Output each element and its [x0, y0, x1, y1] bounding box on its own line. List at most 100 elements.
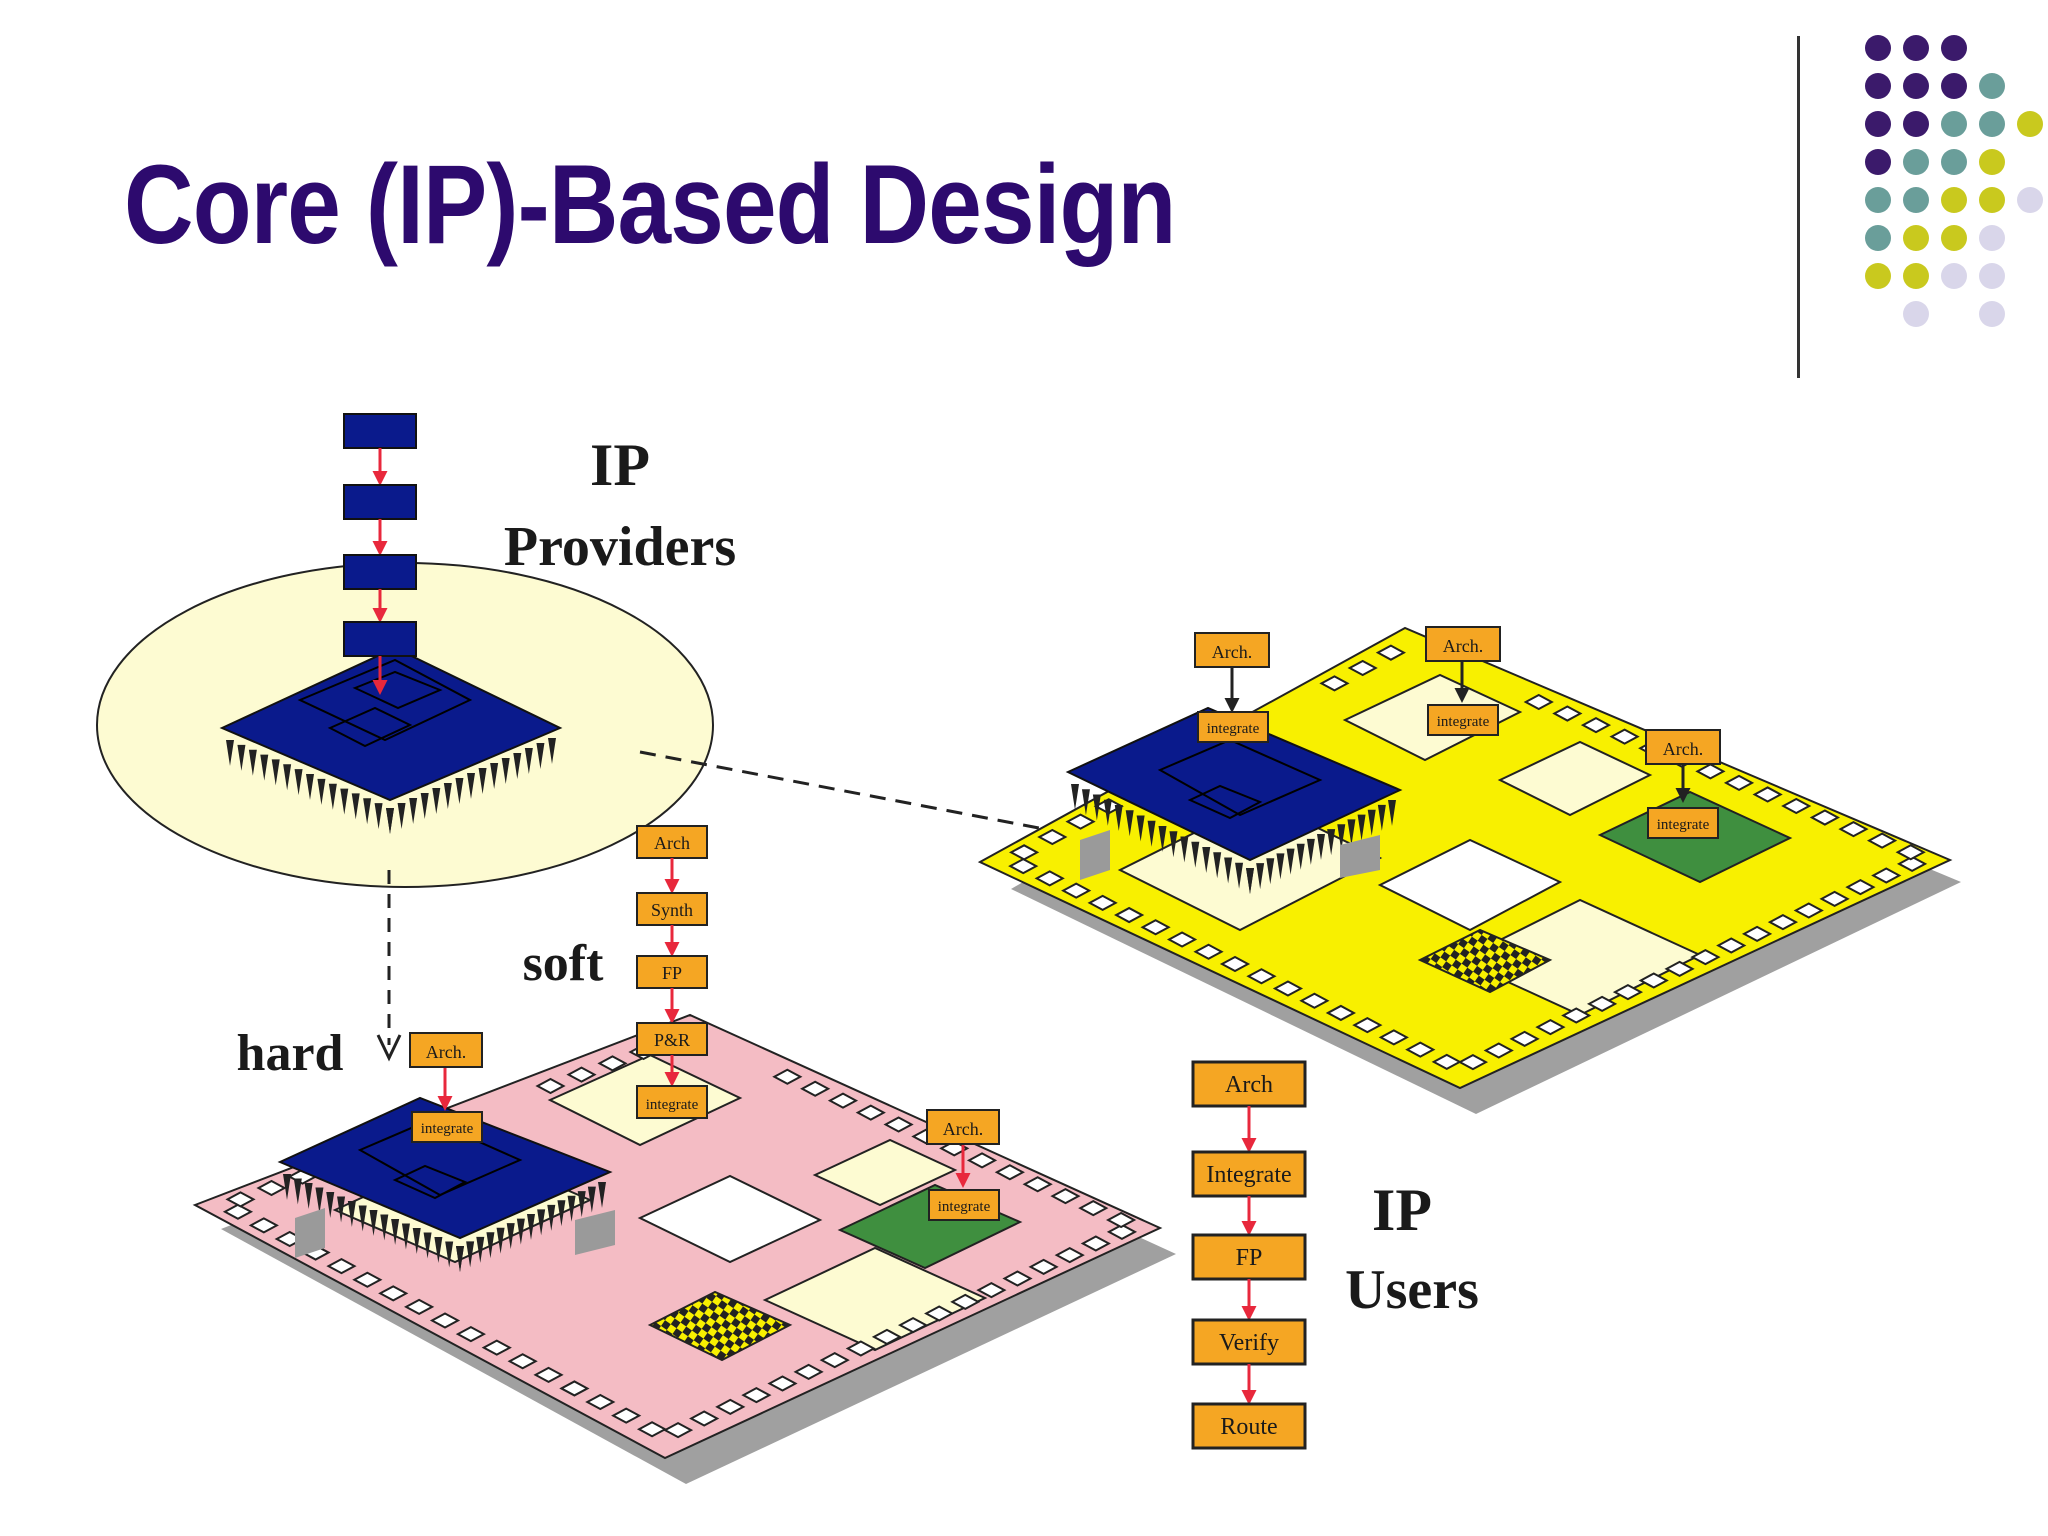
core-pin: [527, 1214, 535, 1240]
svg-text:Arch: Arch: [1225, 1072, 1273, 1098]
core-pin: [587, 1186, 596, 1213]
board-pad: [1895, 844, 1926, 861]
board-pad: [1483, 1042, 1514, 1059]
board-pad: [535, 1077, 566, 1095]
yellow-right-integrate-box: integrate: [1647, 807, 1719, 839]
ip-users-label-line1: IP: [1372, 1177, 1432, 1243]
board-pad: [1352, 1017, 1383, 1034]
core-pin: [283, 764, 292, 791]
pink-board-pads: [222, 1032, 1138, 1439]
core-pin: [397, 803, 406, 829]
ip-providers-label-line2: Providers: [504, 516, 736, 578]
board-pad: [1752, 786, 1783, 803]
core-pin: [304, 1183, 313, 1209]
core-pin: [1092, 794, 1101, 821]
board-pad: [1405, 1041, 1436, 1058]
hard-arch-box: Arch.: [409, 1032, 483, 1068]
core-pin: [380, 1214, 389, 1241]
provider-flow-box: [343, 484, 417, 520]
users-flow-box: Integrate: [1191, 1150, 1307, 1198]
board-pad: [1716, 937, 1747, 954]
svg-text:Integrate: Integrate: [1206, 1162, 1291, 1188]
hard-integrate-box: integrate: [411, 1111, 483, 1143]
board-pad: [924, 1305, 955, 1322]
core-pin: [1114, 805, 1123, 831]
board-pad: [1609, 728, 1640, 745]
core-pin: [547, 1204, 556, 1231]
board-pad: [378, 1285, 409, 1302]
svg-text:integrate: integrate: [421, 1121, 474, 1137]
core-pin: [1266, 858, 1275, 885]
core-pin: [1213, 852, 1222, 879]
core-pin: [328, 783, 337, 810]
svg-text:integrate: integrate: [1437, 714, 1490, 730]
board-pad: [1523, 693, 1554, 711]
ip-provider-region: [96, 413, 714, 888]
board-pad: [715, 1398, 746, 1415]
core-pin: [423, 1232, 432, 1259]
board-pad: [855, 1104, 886, 1121]
users-flow-box: FP: [1191, 1233, 1307, 1281]
core-pin: [271, 759, 280, 786]
board-pad: [1535, 1019, 1566, 1036]
core-pin: [420, 793, 429, 819]
board-pad: [1022, 1176, 1053, 1193]
core-pin: [326, 1192, 335, 1218]
core-pin: [283, 1174, 291, 1200]
core-pin: [1327, 829, 1336, 856]
core-pin: [536, 743, 545, 769]
board-pad: [1299, 992, 1330, 1009]
board-pad: [1580, 716, 1612, 734]
svg-text:Arch: Arch: [654, 833, 690, 853]
core-pin: [490, 763, 499, 789]
board-pad: [1586, 995, 1618, 1012]
pink-soc-board: Arch. integrate Arch. integrate: [192, 1013, 1176, 1484]
board-pad: [559, 1380, 590, 1397]
board-pad: [1140, 919, 1171, 936]
core-pin: [401, 1223, 410, 1250]
svg-text:Arch.: Arch.: [1212, 642, 1252, 662]
users-flow-box: Verify: [1191, 1318, 1307, 1366]
board-pad: [976, 1282, 1007, 1299]
board-pad: [225, 1191, 256, 1208]
core-pin: [486, 1232, 495, 1259]
board-pad: [772, 1068, 803, 1085]
core-pin: [1202, 847, 1211, 873]
svg-text:FP: FP: [1236, 1245, 1263, 1271]
core-pin: [1286, 848, 1295, 875]
core-pin: [1337, 824, 1346, 851]
core-pin: [1136, 815, 1145, 842]
users-flow-box: Arch: [1191, 1060, 1307, 1108]
board-pad: [404, 1298, 435, 1316]
core-pin: [476, 1236, 485, 1263]
ip-users-label-line2: Users: [1345, 1259, 1479, 1321]
core-pin: [1147, 820, 1156, 847]
board-pad: [1037, 828, 1068, 846]
provider-core-pins: [226, 738, 556, 834]
board-pad: [1272, 980, 1304, 997]
board-pad: [1690, 949, 1721, 966]
core-pin: [1081, 789, 1090, 816]
core-pin: [1071, 784, 1079, 810]
board-pad: [1105, 1211, 1137, 1229]
title-divider: [1797, 36, 1800, 378]
board-pad: [1866, 832, 1898, 849]
board-pad: [897, 1317, 929, 1334]
board-pad: [611, 1407, 642, 1424]
core-pin: [358, 1205, 367, 1232]
core-pin: [1103, 799, 1112, 826]
yellow-mid-integrate-box: integrate: [1427, 704, 1499, 736]
board-pad: [1061, 882, 1092, 899]
core-pin: [501, 758, 510, 784]
board-pad: [1087, 894, 1118, 911]
core-pin: [1296, 843, 1305, 870]
users-flow-box: Route: [1191, 1402, 1307, 1450]
board-pad: [883, 1116, 914, 1133]
board-pad: [689, 1410, 720, 1427]
soft-flow-box: FP: [636, 955, 708, 989]
board-pad: [1246, 968, 1277, 985]
board-pad: [1664, 960, 1695, 977]
board-pad: [1166, 931, 1198, 948]
provider-flow: [343, 413, 417, 695]
